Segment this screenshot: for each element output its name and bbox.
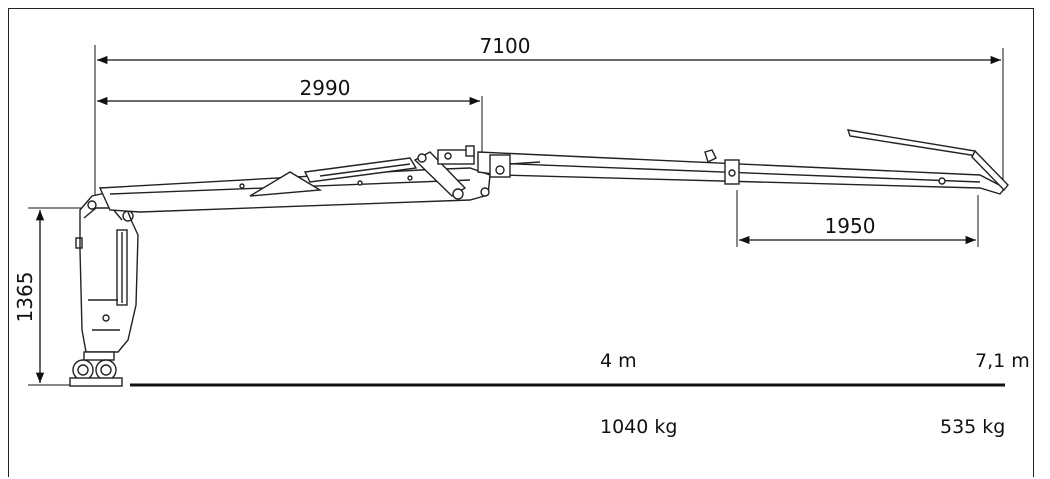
crane-column bbox=[69, 191, 139, 387]
outer-boom bbox=[477, 129, 1009, 195]
dimension-extension: 1950 bbox=[736, 190, 979, 247]
column-height-label: 1365 bbox=[13, 272, 37, 323]
inner-boom bbox=[98, 145, 491, 213]
reach-near-label: 4 m bbox=[600, 350, 637, 372]
dimension-inner-boom: 2990 bbox=[97, 76, 483, 160]
load-near-label: 1040 kg bbox=[600, 416, 677, 438]
inner-boom-label: 2990 bbox=[300, 76, 351, 100]
reach-far-label: 7,1 m bbox=[975, 350, 1030, 372]
dimension-column-height: 1365 bbox=[13, 207, 85, 386]
drawing-frame bbox=[8, 8, 1034, 477]
capacity-table: 4 m 7,1 m 1040 kg 535 kg bbox=[600, 350, 1030, 438]
dimension-total-reach: 7100 bbox=[94, 34, 1004, 195]
load-far-label: 535 kg bbox=[940, 416, 1005, 438]
extension-label: 1950 bbox=[825, 214, 876, 238]
total-reach-label: 7100 bbox=[480, 34, 531, 58]
